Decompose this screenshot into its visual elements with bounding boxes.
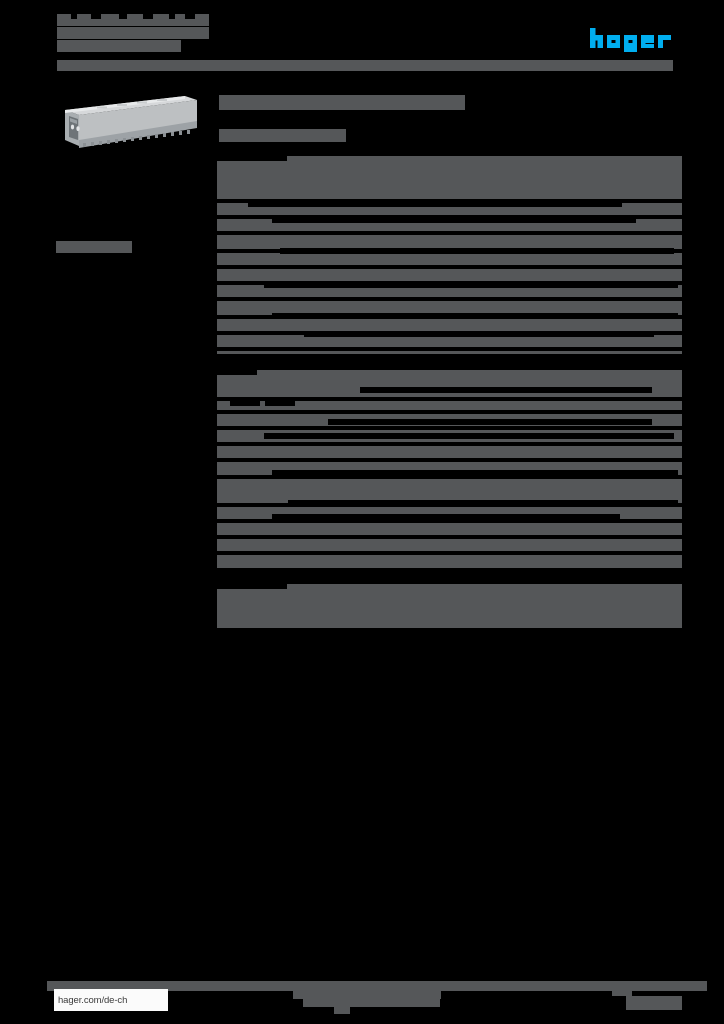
spec-table-1-row-separator-4: [208, 265, 682, 269]
spec-table-1-value-bar-1: [272, 217, 636, 223]
spec-table-2-group-header-shelf: [217, 370, 257, 375]
spec-table-2-label-mask-0: [208, 370, 217, 568]
spec-table-1-row-separator-9: [208, 347, 682, 351]
spec-table-2-row-separator-7: [208, 519, 682, 523]
footer-right-bar-0: [612, 989, 632, 996]
footer-url-text: hager.com/de-ch: [58, 994, 128, 1006]
footer-center-bar-1: [303, 999, 393, 1007]
header-title-notch-3: [143, 14, 153, 19]
header-title-redacted: [57, 14, 209, 52]
header-title-notch-0: [71, 14, 77, 19]
spec-table-2-row-separator-8: [208, 535, 682, 539]
spec-table-2-row-separator-9: [208, 551, 682, 555]
header-title-notch-5: [185, 14, 195, 19]
header-title-notch-2: [119, 14, 127, 19]
footer-center-bar-0: [293, 991, 441, 999]
spec-table-1: [208, 156, 682, 354]
footer-center-bar-2: [372, 999, 440, 1007]
spec-table-2-value-bar-0: [360, 387, 652, 393]
spec-table-2-row-separator-5: [208, 475, 682, 479]
spec-table-2-value-bar-5: [272, 514, 620, 520]
spec-table-2-row-separator-1: [208, 410, 682, 414]
spec-table-2-label-mask-1: [230, 399, 260, 406]
spec-table-2-row-separator-0: [208, 397, 682, 401]
spec-table-1-value-bar-3: [264, 282, 678, 288]
spec-table-2-row-separator-3: [208, 442, 682, 446]
left-column-caption-redacted: [56, 241, 132, 253]
spec-table-2-value-bar-4: [288, 500, 678, 506]
spec-table-1-row-separator-6: [208, 297, 682, 301]
spec-table-2-value-bar-3: [272, 470, 678, 476]
spec-table-1-label-mask-0: [208, 156, 217, 354]
footer-url-box[interactable]: hager.com/de-ch: [54, 989, 168, 1011]
spec-table-3: [208, 584, 682, 628]
spec-table-2-value-bar-1: [328, 419, 652, 425]
spec-table-2-label-mask-2: [265, 399, 295, 406]
hager-logo: [589, 27, 673, 53]
header-title-line-1: [57, 27, 209, 39]
product-subline-redacted: [219, 129, 346, 142]
footer-center-bar-3: [334, 1007, 350, 1014]
footer-right-bar-1: [626, 996, 682, 1010]
product-headline-redacted: [219, 95, 465, 110]
cable-trunking-product-photo: [57, 88, 199, 158]
header-title-line-2: [57, 40, 181, 52]
spec-table-1-value-bar-5: [304, 331, 654, 337]
spec-table-1-value-bar-4: [272, 313, 678, 319]
header-rule: [57, 60, 673, 71]
spec-table-2-value-bar-2: [264, 433, 674, 439]
spec-table-3-label-mask-0: [208, 584, 217, 628]
spec-table-2-row-separator-2: [208, 426, 682, 430]
header-title-notch-4: [169, 14, 175, 19]
spec-table-1-group-header-shelf: [217, 156, 287, 161]
spec-table-1-value-bar-0: [248, 201, 622, 207]
spec-table-2-row-separator-4: [208, 458, 682, 462]
spec-table-1-row-separator-2: [208, 231, 682, 235]
spec-table-3-group-header-shelf: [217, 584, 287, 589]
spec-table-1-value-bar-2: [280, 248, 674, 254]
footer-rule: [47, 981, 707, 991]
spec-table-2: [208, 370, 682, 568]
header-title-notch-1: [91, 14, 101, 19]
